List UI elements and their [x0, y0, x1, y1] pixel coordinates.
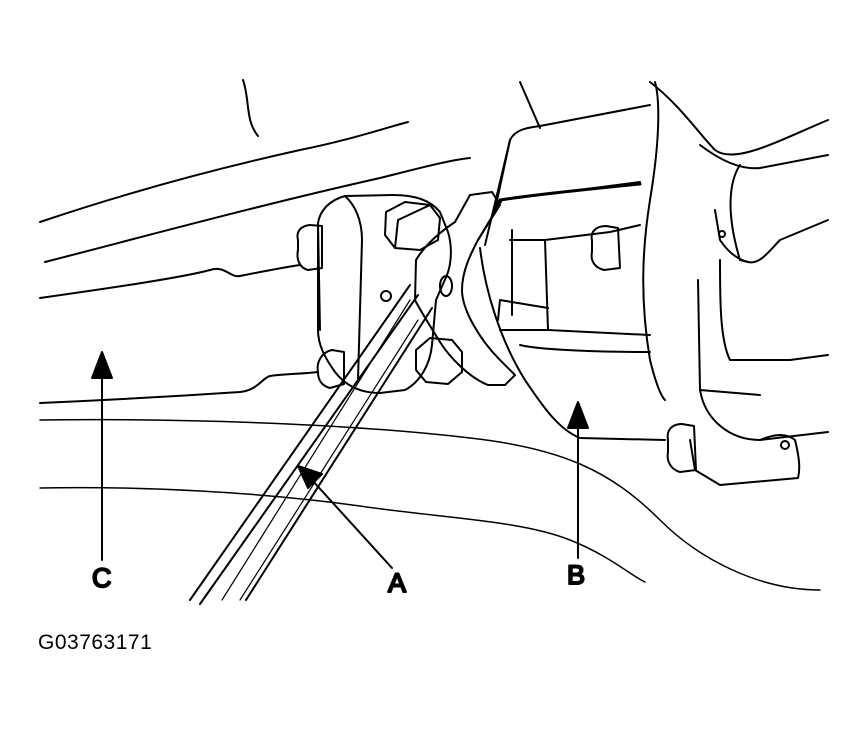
callout-arrows [91, 351, 589, 569]
differential-housing-b [477, 81, 829, 486]
callout-label-c: C [92, 563, 112, 593]
frame-crossmember-c [39, 79, 821, 591]
mount-bracket [296, 194, 463, 394]
figure-id-label: G03763171 [38, 631, 153, 654]
wrench-a [189, 191, 516, 605]
callout-label-a: A [388, 568, 406, 598]
callout-label-b: B [567, 560, 585, 590]
